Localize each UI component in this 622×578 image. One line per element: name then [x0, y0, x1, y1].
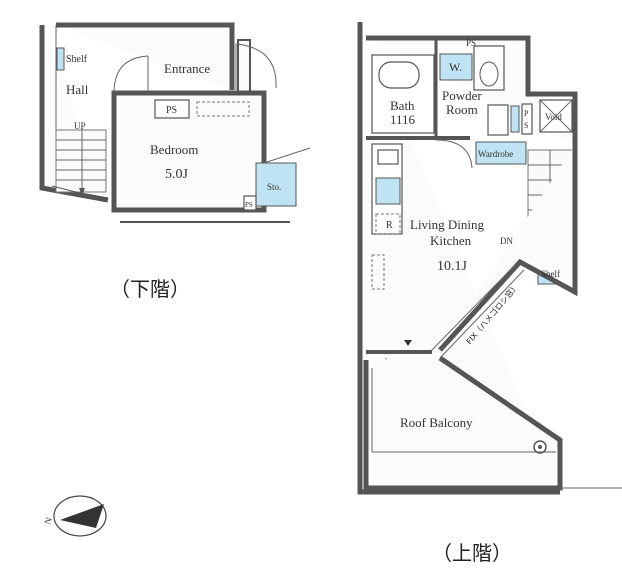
storage-label: Sto.: [267, 182, 281, 192]
upper-ps-top-label: PS: [466, 38, 476, 48]
bath-size: 1116: [390, 112, 416, 127]
roof-balcony-label: Roof Balcony: [400, 415, 473, 430]
lower-staircase: [55, 128, 107, 196]
ldk-label-1: Living Dining: [410, 217, 485, 232]
lower-shelf: [56, 47, 65, 71]
upper-floor-plan: [357, 22, 622, 495]
lower-shelf-label: Shelf: [66, 54, 88, 65]
lower-floor-plan: [39, 22, 311, 223]
bedroom-size: 5.0J: [165, 167, 189, 182]
ldk-label-2: Kitchen: [430, 233, 472, 248]
s-label: S: [524, 121, 528, 130]
wardrobe-label: Wardrobe: [478, 149, 513, 159]
lower-ps-label: PS: [166, 105, 177, 116]
p-label: P: [524, 109, 529, 118]
upper-shelf-label: Shelf: [541, 269, 560, 279]
void-label: Void: [545, 112, 562, 122]
refrigerator-label: R: [386, 220, 393, 231]
lower-ps-small-label: PS: [245, 201, 253, 209]
storage: [255, 162, 297, 207]
ldk-size: 10.1J: [437, 259, 468, 274]
washer: [439, 53, 473, 81]
compass-north-label: N: [42, 516, 54, 526]
wardrobe: [475, 141, 527, 165]
powder-room-label-1: Powder: [442, 88, 482, 103]
compass-icon: [53, 495, 107, 537]
dn-label: DN: [500, 236, 513, 246]
entrance-label: Entrance: [164, 61, 210, 76]
up-label: UP: [74, 121, 86, 131]
washer-label: W.: [449, 60, 462, 74]
upper-floor-caption: （上階）: [432, 541, 512, 565]
powder-room-label-2: Room: [446, 102, 478, 117]
lower-floor-caption: （下階）: [110, 277, 190, 301]
hall-label: Hall: [66, 82, 89, 97]
bath-label: Bath: [390, 98, 415, 113]
bedroom-label: Bedroom: [150, 142, 198, 157]
